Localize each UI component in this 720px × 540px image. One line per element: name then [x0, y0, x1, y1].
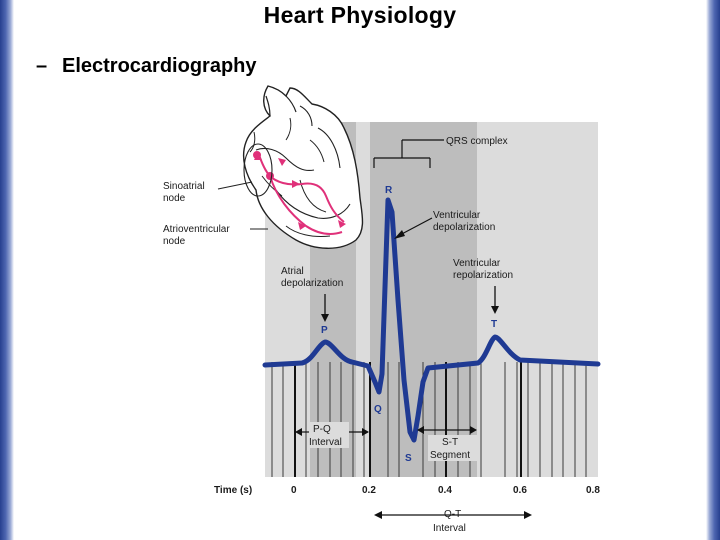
pq-interval-label-line2: Interval — [309, 437, 342, 448]
time-tick-label: 0.8 — [586, 485, 600, 496]
qt-interval-label-line2: Interval — [433, 523, 466, 534]
wave-p-label: P — [321, 325, 328, 336]
atrioventricular-node-label-line1: Atrioventricular — [163, 224, 230, 235]
sinoatrial-node-label-line1: Sinoatrial — [163, 181, 205, 192]
wave-s-label: S — [405, 453, 412, 464]
wave-r-label: R — [385, 185, 393, 196]
atrioventricular-node-marker — [266, 172, 274, 180]
ventricular-repolarization-label-line1: Ventricular — [453, 258, 501, 269]
qt-interval-left-arrowhead — [374, 511, 382, 519]
sinoatrial-node-marker — [253, 151, 261, 159]
atrioventricular-node-label-line2: node — [163, 236, 186, 247]
sinoatrial-node-label-line2: node — [163, 193, 186, 204]
time-tick-label: 0.2 — [362, 485, 376, 496]
atrial-depolarization-label-line2: depolarization — [281, 278, 343, 289]
time-axis-label: Time (s) — [214, 485, 252, 496]
wave-t-label: T — [491, 319, 497, 330]
time-tick-label: 0.4 — [438, 485, 452, 496]
time-tick-label: 0 — [291, 485, 297, 496]
st-segment-label-line1: S-T — [442, 437, 458, 448]
ventricular-depolarization-label-line2: depolarization — [433, 222, 495, 233]
qrs-complex-label: QRS complex — [446, 136, 508, 147]
qt-interval-label-line1: Q-T — [444, 509, 461, 520]
qt-interval-right-arrowhead — [524, 511, 532, 519]
pq-interval-label-line1: P-Q — [313, 424, 331, 435]
ventricular-depolarization-label-line1: Ventricular — [433, 210, 481, 221]
ventricular-repolarization-label-line2: repolarization — [453, 270, 513, 281]
st-segment-label-line2: Segment — [430, 450, 470, 461]
time-tick-label: 0.6 — [513, 485, 527, 496]
atrial-depolarization-label-line1: Atrial — [281, 266, 304, 277]
wave-q-label: Q — [374, 404, 382, 415]
